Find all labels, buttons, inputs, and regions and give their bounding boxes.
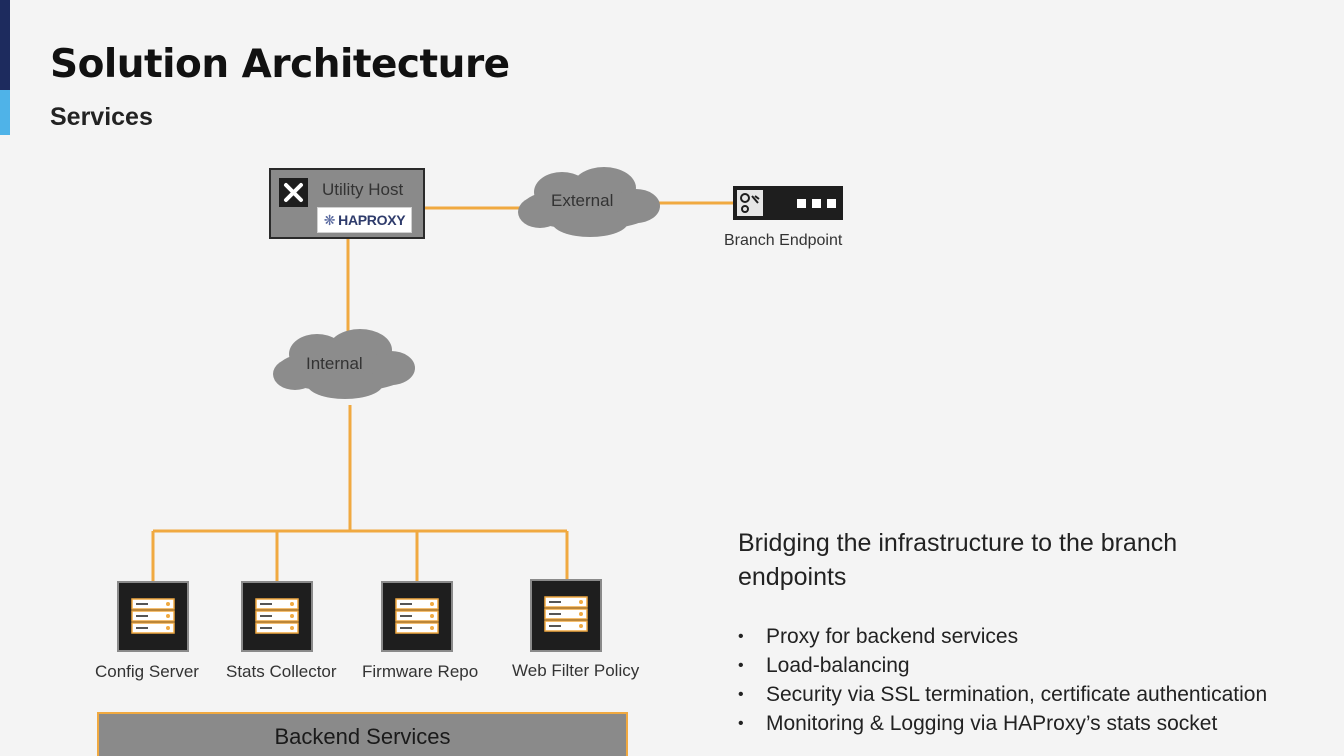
server-label-firmware: Firmware Repo: [362, 662, 479, 681]
slide-subtitle: Services: [50, 103, 153, 131]
router-device-icon: [733, 186, 843, 220]
server-icon: [241, 581, 313, 652]
internal-cloud-icon: [273, 329, 415, 399]
list-item: •Load-balancing: [738, 651, 1267, 680]
backend-services-label: Backend Services: [274, 724, 451, 749]
backend-services-bar: Backend Services: [97, 712, 628, 756]
branch-endpoint-label: Branch Endpoint: [724, 232, 843, 249]
bullet-icon: •: [738, 657, 744, 674]
bullet-icon: •: [738, 628, 744, 645]
external-cloud-label: External: [551, 191, 614, 210]
bullet-icon: •: [738, 686, 744, 703]
list-item: •Monitoring & Logging via HAProxy’s stat…: [738, 709, 1267, 738]
server-label-config: Config Server: [95, 662, 199, 681]
haproxy-logo-text: HAPROXY: [338, 212, 406, 228]
haproxy-mark-icon: ❋: [323, 211, 336, 228]
server-label-web-filter: Web Filter Policy: [512, 661, 640, 680]
accent-bar-dark: [0, 0, 10, 90]
server-icon: [381, 581, 453, 652]
bullet-icon: •: [738, 715, 744, 732]
summary-heading: Bridging the infrastructure to the branc…: [738, 529, 1178, 591]
utility-host-label: Utility Host: [322, 180, 404, 199]
external-cloud-icon: [518, 167, 660, 237]
list-item: •Security via SSL termination, certifica…: [738, 680, 1267, 709]
internal-cloud-label: Internal: [306, 354, 363, 373]
list-item: •Proxy for backend services: [738, 622, 1267, 651]
summary-bullets: •Proxy for backend services •Load-balanc…: [738, 622, 1267, 738]
accent-bar-light: [0, 90, 10, 135]
x-mark-icon: [279, 178, 308, 207]
server-label-stats: Stats Collector: [226, 662, 337, 681]
slide-title: Solution Architecture: [50, 42, 510, 87]
connector-lines: [151, 201, 733, 582]
server-icon: [117, 581, 189, 652]
haproxy-logo: ❋ HAPROXY: [317, 207, 412, 233]
server-icon: [530, 579, 602, 652]
